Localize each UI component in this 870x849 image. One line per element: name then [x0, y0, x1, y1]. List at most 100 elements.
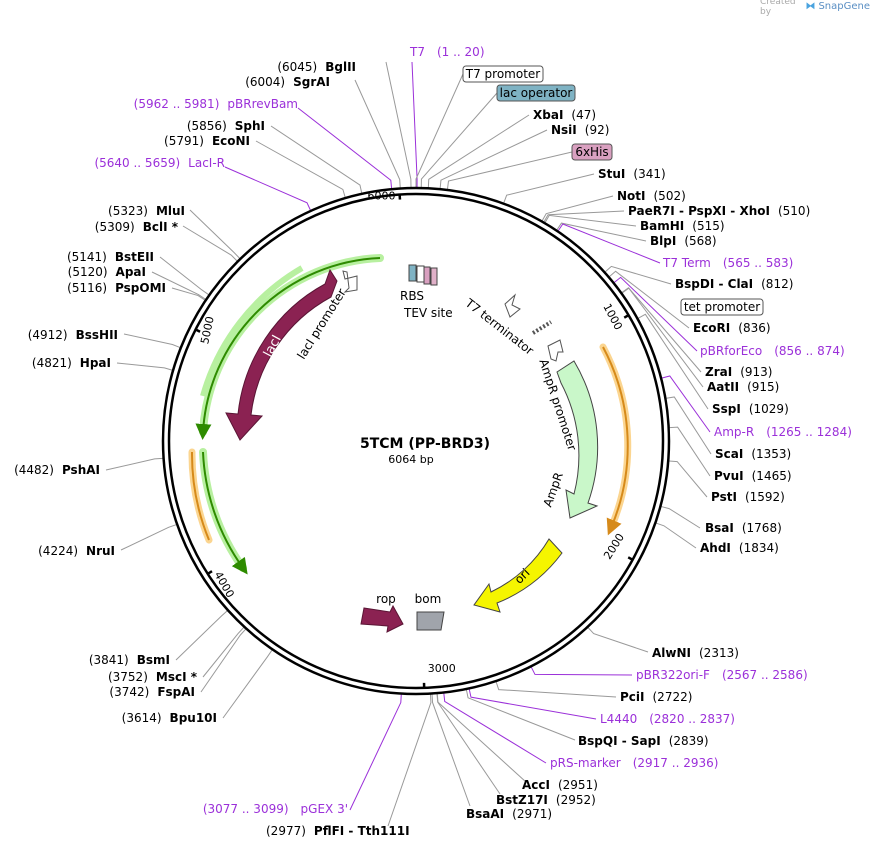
rop-arrow[interactable]: [360, 604, 404, 633]
site-leader-line: [436, 694, 527, 783]
site-leader-line: [503, 173, 595, 203]
primer-leader-line: [661, 375, 711, 433]
site-leader-line: [427, 114, 530, 188]
site-label[interactable]: NotI(502): [617, 189, 686, 203]
site-label[interactable]: (3742)FspAI: [109, 685, 195, 699]
site-label[interactable]: (3752)MscI *: [108, 670, 198, 684]
site-leader-line: [175, 610, 228, 661]
site-label[interactable]: PvuI(1465): [714, 469, 792, 483]
orf-glow-arc: [200, 265, 304, 397]
site-label[interactable]: (5141)BstEII: [67, 250, 154, 264]
site-label[interactable]: (5309)BclI *: [95, 220, 179, 234]
site-label[interactable]: StuI(341): [598, 167, 666, 181]
site-label[interactable]: ZraI(913): [705, 365, 772, 379]
boxed-feature-labels: T7 promoter lac operator 6xHis tet promo…: [462, 65, 764, 316]
feature-label[interactable]: lac operator: [500, 86, 573, 100]
site-label[interactable]: PstI(1592): [711, 490, 785, 504]
site-label[interactable]: (4224)NruI: [38, 544, 115, 558]
primer-label[interactable]: (5962 .. 5981)pBRrevBam: [134, 97, 298, 111]
site-label[interactable]: AccI(2951): [522, 778, 598, 792]
site-label[interactable]: (3841)BsmI: [89, 653, 170, 667]
site-label[interactable]: ScaI(1353): [715, 447, 791, 461]
site-label[interactable]: AhdI(1834): [700, 541, 779, 555]
tev-site-block[interactable]: [430, 267, 438, 286]
site-label[interactable]: AatII(915): [707, 380, 779, 394]
site-label[interactable]: (5791)EcoNI: [164, 134, 250, 148]
primer-label[interactable]: T7(1 .. 20): [409, 45, 485, 59]
primer-label[interactable]: (3077 .. 3099)pGEX 3': [203, 802, 348, 816]
primer-leader-line: [443, 693, 547, 764]
bom-block[interactable]: [416, 611, 445, 631]
site-leader-line: [385, 61, 412, 188]
site-label[interactable]: EcoRI(836): [693, 321, 771, 335]
feature-label[interactable]: T7 promoter: [465, 67, 541, 81]
site-label[interactable]: (6004)SgrAI: [245, 75, 330, 89]
primer-label[interactable]: pBRforEco(856 .. 874): [700, 344, 845, 358]
ori-arrow[interactable]: [473, 538, 563, 613]
lac-operator-block[interactable]: [408, 264, 417, 282]
primer-label[interactable]: (5640 .. 5659)LacI-R: [94, 156, 225, 170]
primer-label[interactable]: T7 Term(565 .. 583): [662, 256, 793, 270]
laci-promoter-arrow[interactable]: [342, 270, 358, 293]
feature-label[interactable]: 6xHis: [575, 145, 608, 159]
ampr-promoter-arrow[interactable]: [547, 339, 564, 362]
site-label[interactable]: (4821)HpaI: [32, 356, 111, 370]
site-leader-line: [431, 694, 471, 807]
site-leader-line: [151, 271, 206, 300]
site-leader-lines: [105, 61, 712, 827]
site-label[interactable]: (4482)PshAI: [14, 463, 100, 477]
site-label[interactable]: (2977)PflFI - Tth111I: [266, 824, 410, 838]
site-label[interactable]: (6045)BglII: [277, 60, 356, 74]
site-leader-line: [638, 313, 709, 410]
site-label[interactable]: XbaI(47): [533, 108, 596, 122]
site-label[interactable]: SspI(1029): [712, 402, 789, 416]
primer-label[interactable]: pRS-marker(2917 .. 2936): [550, 756, 718, 770]
tick-mark: [194, 327, 201, 333]
orf-arc: [202, 451, 248, 575]
site-label[interactable]: BspDI - ClaI(812): [675, 277, 793, 291]
site-label[interactable]: NsiI(92): [551, 123, 609, 137]
site-leader-line: [621, 287, 702, 373]
site-label[interactable]: (5120)ApaI: [68, 265, 146, 279]
t7-terminator-arrow[interactable]: [504, 293, 521, 318]
site-label[interactable]: BsaI(1768): [705, 521, 782, 535]
site-leader-line: [420, 92, 498, 188]
site-leader-line: [415, 73, 464, 187]
site-leader-line: [159, 256, 209, 295]
site-label[interactable]: BsaAI(2971): [466, 807, 552, 821]
primer-leader-line: [530, 667, 633, 676]
site-label[interactable]: BstZ17I(2952): [496, 793, 596, 807]
snapgene-logo-icon: ⧓: [805, 1, 816, 12]
site-leader-line: [116, 362, 173, 371]
site-leader-line: [587, 627, 649, 653]
primer-label[interactable]: Amp-R(1265 .. 1284): [714, 425, 852, 439]
primer-label[interactable]: pBR322ori-F(2567 .. 2586): [636, 668, 808, 682]
site-label[interactable]: (4912)BssHII: [28, 328, 118, 342]
site-label[interactable]: AlwNI(2313): [652, 646, 739, 660]
ampr-arrow[interactable]: [556, 360, 599, 519]
site-label[interactable]: (5116)PspOMI: [67, 281, 166, 295]
site-leader-line: [255, 140, 346, 198]
orf-orange-arc: [190, 451, 210, 541]
site-label[interactable]: PaeR7I - PspXI - XhoI(510): [628, 204, 810, 218]
site-leader-line: [544, 214, 637, 227]
site-leader-line: [447, 151, 573, 190]
primer-label[interactable]: L4440(2820 .. 2837): [600, 712, 735, 726]
site-label[interactable]: (5856)SphI: [187, 119, 265, 133]
orf-orange-arc: [602, 346, 629, 536]
site-label[interactable]: BamHI(515): [640, 219, 725, 233]
site-leader-line: [354, 79, 401, 188]
rbs-block[interactable]: [416, 265, 425, 283]
watermark-prefix: Created by: [760, 0, 796, 17]
laci-arrow[interactable]: [225, 268, 338, 441]
site-label[interactable]: BspQI - SapI(2839): [578, 734, 709, 748]
site-label[interactable]: BlpI(568): [650, 234, 717, 248]
tick-label: 1000: [600, 301, 625, 332]
site-label[interactable]: PciI(2722): [620, 690, 692, 704]
site-leader-line: [669, 460, 708, 498]
site-label[interactable]: (3614)Bpu10I: [122, 711, 217, 725]
feature-label[interactable]: tet promoter: [684, 300, 760, 314]
his-tag-block[interactable]: [423, 266, 431, 285]
site-label[interactable]: (5323)MluI: [108, 204, 185, 218]
